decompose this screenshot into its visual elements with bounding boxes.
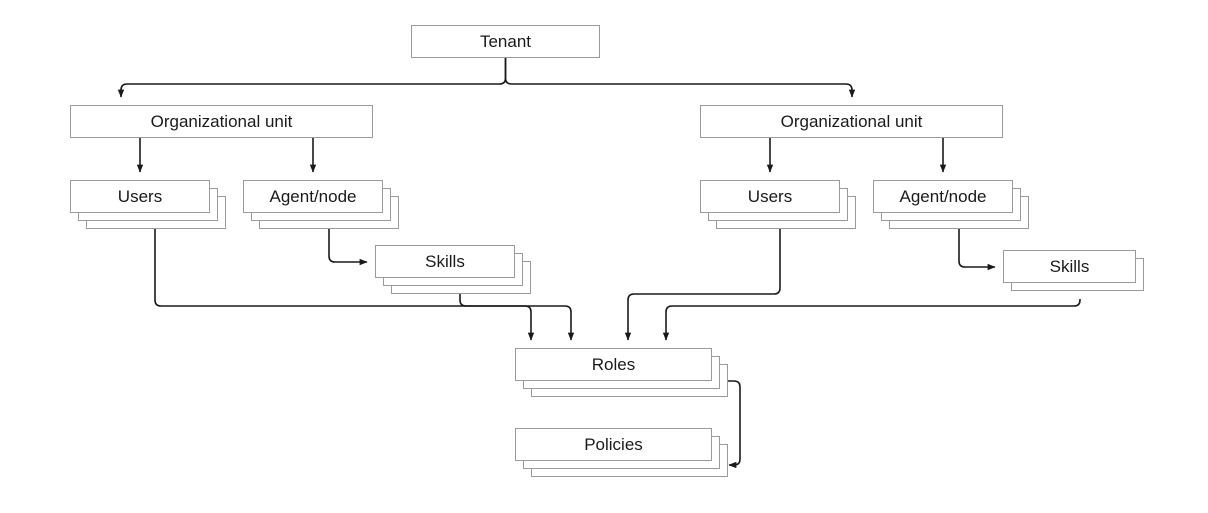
- node-label-users-left: Users: [117, 187, 163, 206]
- node-box-skills-left[interactable]: [375, 245, 515, 278]
- node-box-users-left[interactable]: [70, 180, 210, 213]
- node-label-agent-node-left: Agent/node: [269, 187, 357, 206]
- node-box-policies[interactable]: [515, 428, 712, 461]
- node-label-org-unit-right: Organizational unit: [780, 112, 923, 131]
- node-box-org-unit-left[interactable]: [70, 105, 373, 138]
- node-box-agent-node-right[interactable]: [873, 180, 1013, 213]
- edge-agent-right-to-skills-right: [958, 229, 996, 271]
- node-label-skills-left: Skills: [425, 252, 465, 271]
- edge-skills-right-to-roles: [662, 299, 1081, 341]
- node-label-tenant: Tenant: [479, 32, 532, 51]
- edge-roles-to-policies: [728, 380, 741, 469]
- node-label-roles: Roles: [591, 355, 636, 374]
- node-box-tenant[interactable]: [411, 25, 600, 58]
- edge-tenant-to-org-right: [504, 58, 856, 98]
- edge-skills-left-to-roles: [459, 294, 575, 341]
- node-label-skills-right: Skills: [1049, 257, 1090, 276]
- node-box-users-right[interactable]: [700, 180, 840, 213]
- node-label-users-right: Users: [747, 187, 793, 206]
- edge-agent-left-to-skills-left: [328, 229, 368, 266]
- edge-tenant-to-org-left: [117, 58, 507, 98]
- node-box-roles[interactable]: [515, 348, 712, 381]
- node-box-skills-right[interactable]: [1003, 250, 1136, 283]
- node-box-agent-node-left[interactable]: [243, 180, 383, 213]
- node-label-org-unit-left: Organizational unit: [150, 112, 293, 131]
- node-label-policies: Policies: [584, 435, 643, 454]
- node-box-org-unit-right[interactable]: [700, 105, 1003, 138]
- edge-users-right-to-roles: [624, 229, 781, 341]
- node-label-agent-node-right: Agent/node: [899, 187, 987, 206]
